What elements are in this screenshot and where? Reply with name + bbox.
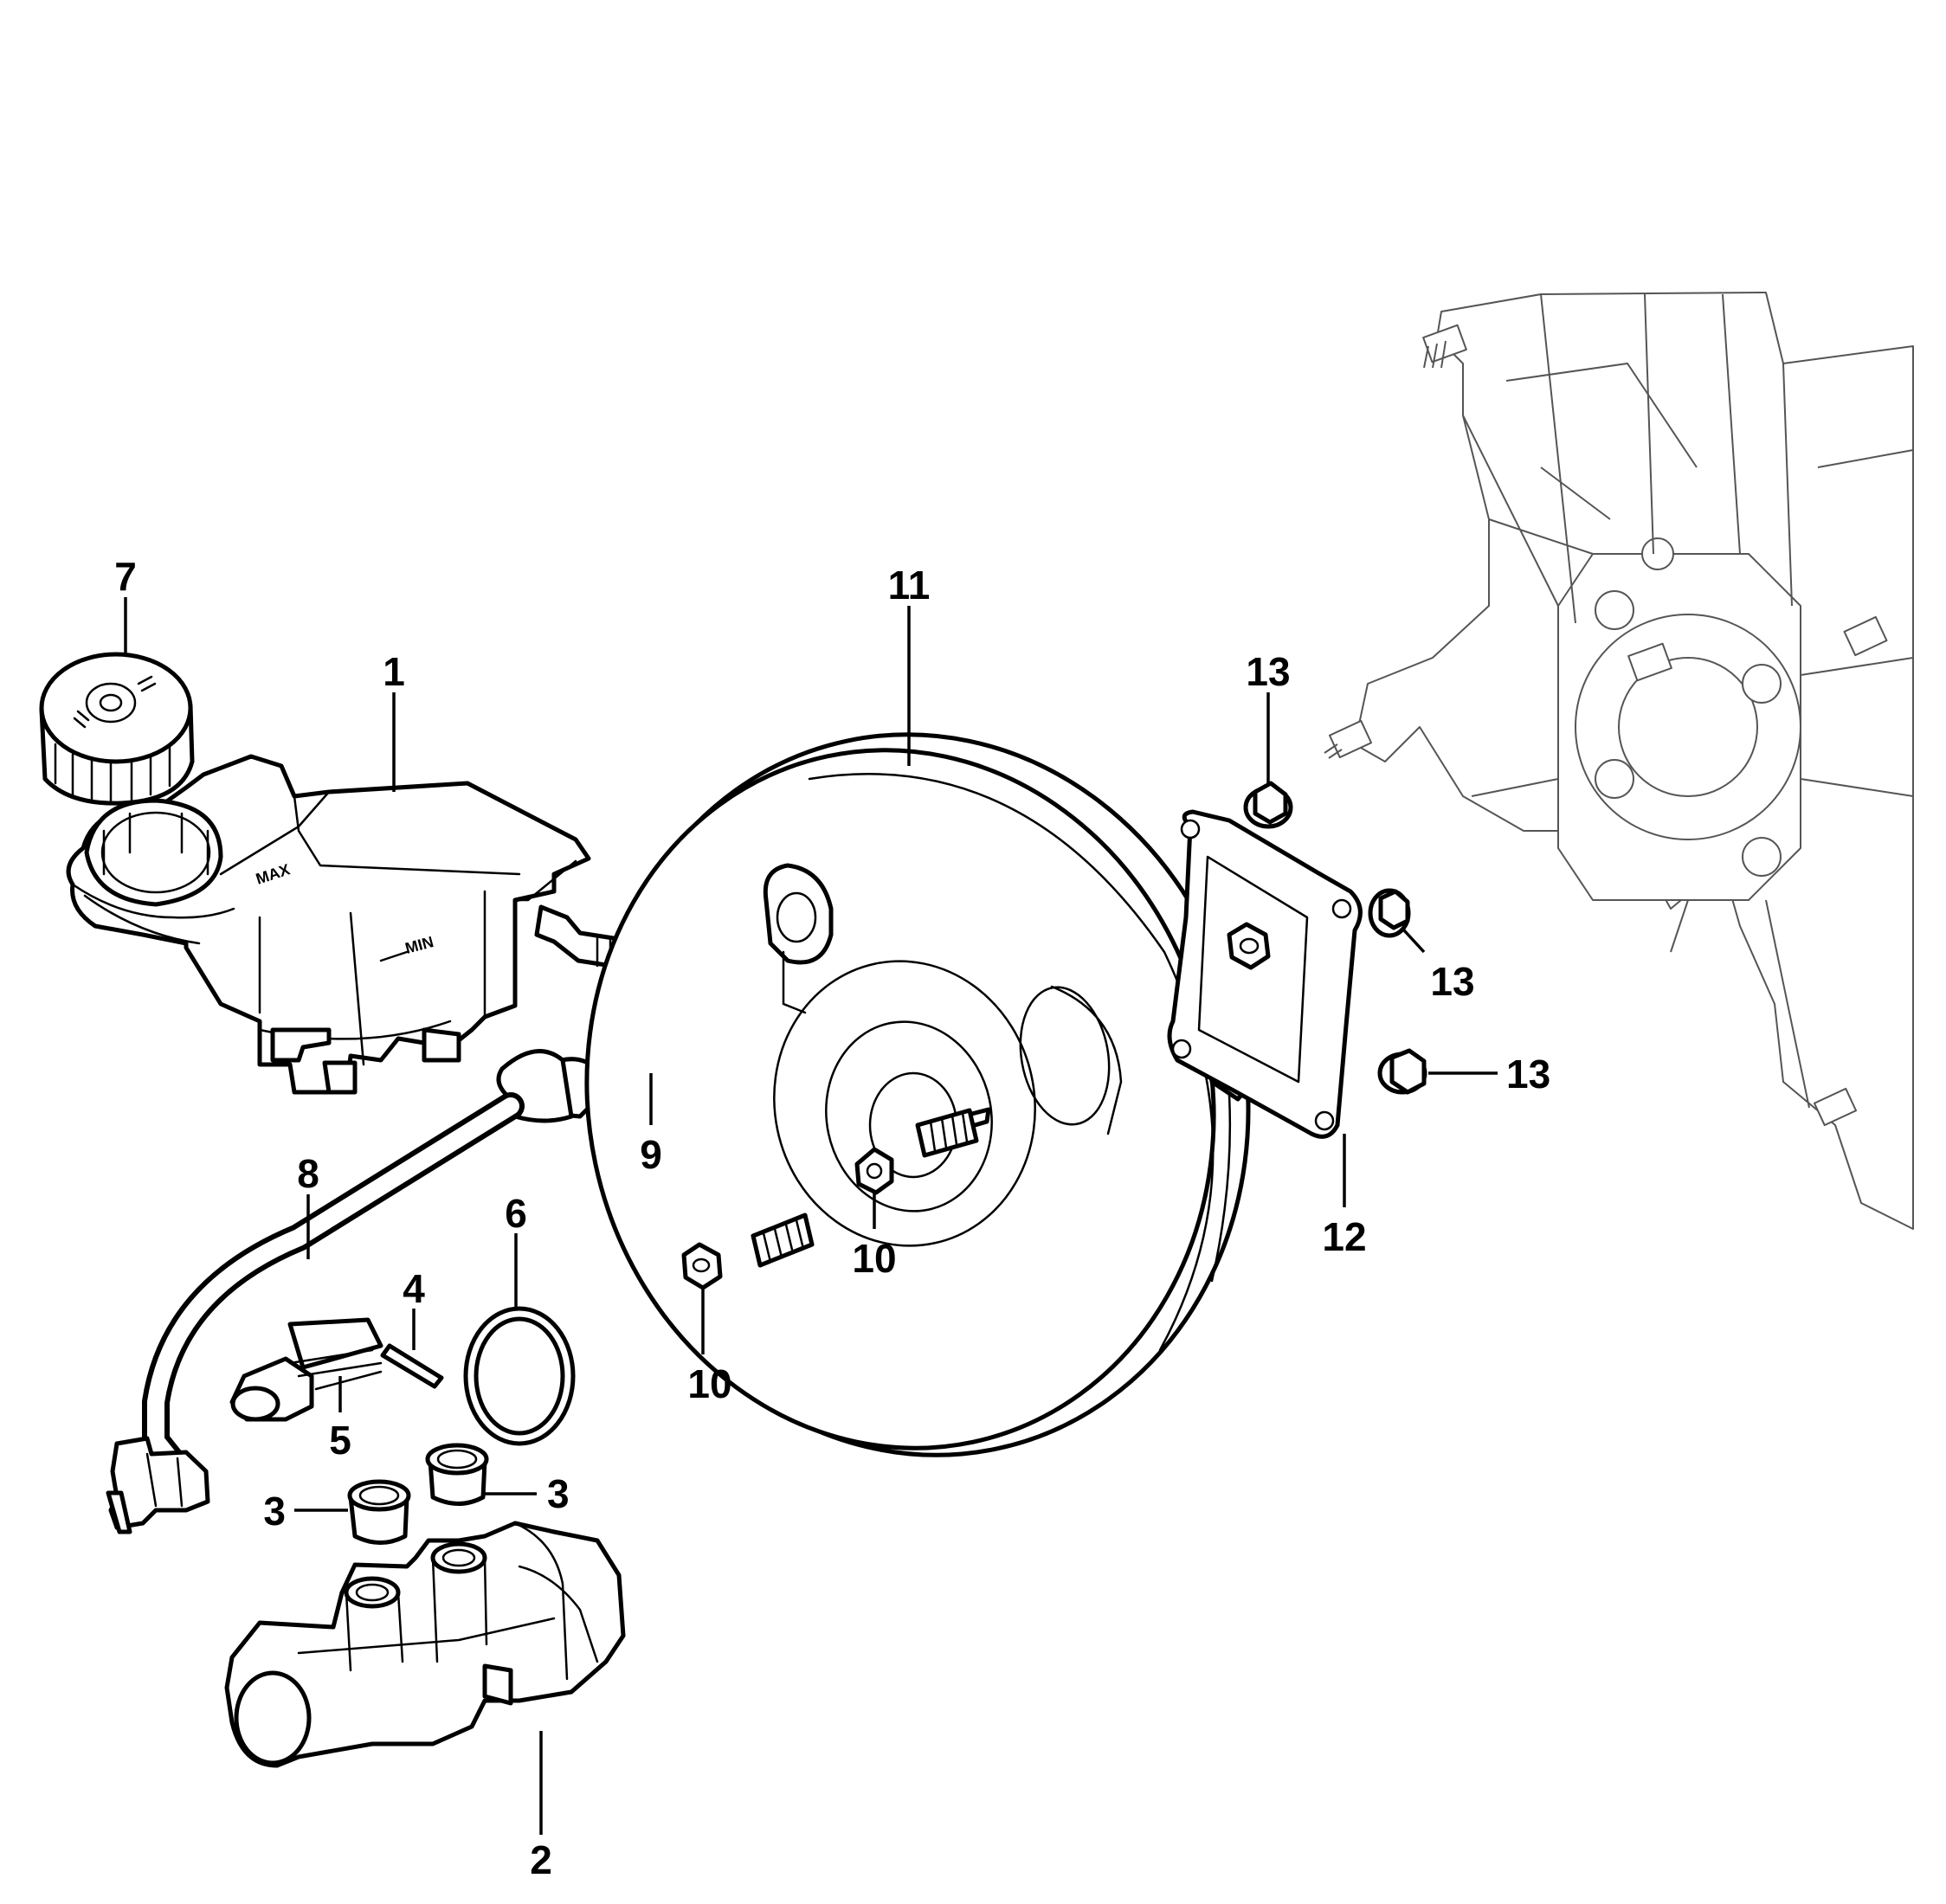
callout-3-left: 3 (263, 1489, 286, 1534)
callout-13-middle: 13 (1430, 959, 1474, 1004)
callout-5: 5 (329, 1418, 351, 1463)
o-ring (463, 1306, 576, 1446)
callout-3-right: 3 (547, 1471, 570, 1516)
reservoir-cap (39, 652, 195, 806)
callout-8: 8 (297, 1151, 319, 1196)
callout-12: 12 (1322, 1214, 1366, 1259)
leader-lines (124, 597, 1498, 1835)
callout-9: 9 (640, 1132, 662, 1177)
grommet-right (425, 1443, 489, 1506)
pedal-bracket-assembly (1324, 292, 1914, 1230)
connector-clip (229, 1317, 383, 1422)
callout-7: 7 (114, 554, 137, 599)
callout-6: 6 (505, 1191, 527, 1236)
clutch-fluid-pipe (106, 1049, 619, 1534)
callout-13-upper: 13 (1246, 649, 1290, 694)
booster-gasket (1167, 809, 1363, 1139)
callout-10-lower: 10 (687, 1361, 731, 1406)
callout-10-center: 10 (852, 1236, 896, 1281)
callout-11: 11 (888, 563, 931, 608)
flange-nut-lower (1377, 1048, 1427, 1095)
booster-nut-loose (681, 1242, 723, 1290)
callout-13-lower: 13 (1506, 1052, 1550, 1097)
retaining-pin (380, 1343, 444, 1389)
flange-nut-upper (1243, 781, 1293, 829)
callout-labels: 1 2 3 3 4 5 6 7 8 9 10 10 11 12 13 13 13 (114, 554, 1550, 1882)
grommet-left (347, 1479, 411, 1545)
flange-nut-middle (1368, 888, 1411, 938)
callout-4: 4 (403, 1266, 425, 1311)
master-cylinder (224, 1521, 626, 1768)
brake-booster (584, 732, 1325, 1457)
fluid-reservoir: MAX MIN (66, 754, 648, 1095)
callout-2: 2 (530, 1837, 552, 1882)
callout-1: 1 (383, 649, 405, 694)
